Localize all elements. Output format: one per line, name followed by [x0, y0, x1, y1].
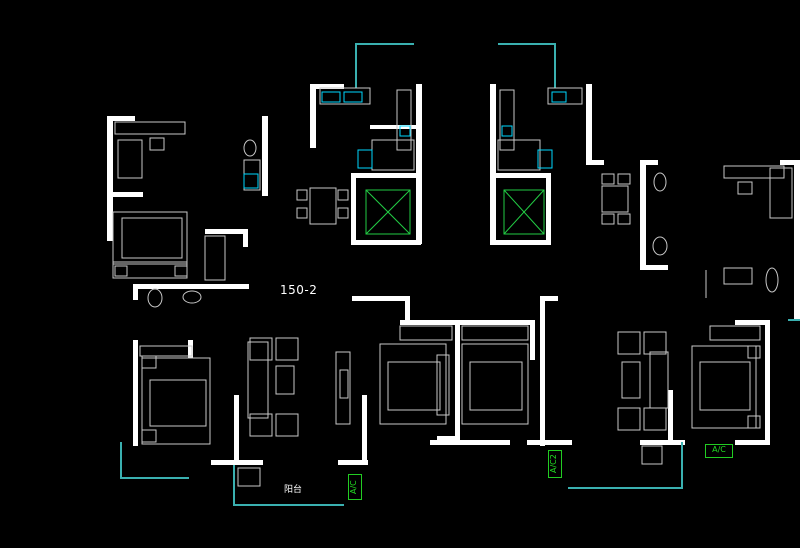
balcony-label: 阳台 — [284, 485, 303, 495]
furniture — [112, 87, 793, 487]
ac-tag-left: A/C — [348, 474, 362, 500]
ac-tag-right: A/C — [705, 444, 733, 458]
balcony-lines — [120, 43, 800, 506]
plumbing-fixtures — [243, 91, 567, 189]
elevator-shafts — [365, 189, 545, 235]
unit-type-label: 150-2 — [280, 283, 318, 297]
ac-tag-middle: A/C2 — [548, 450, 562, 478]
walls — [107, 84, 800, 465]
